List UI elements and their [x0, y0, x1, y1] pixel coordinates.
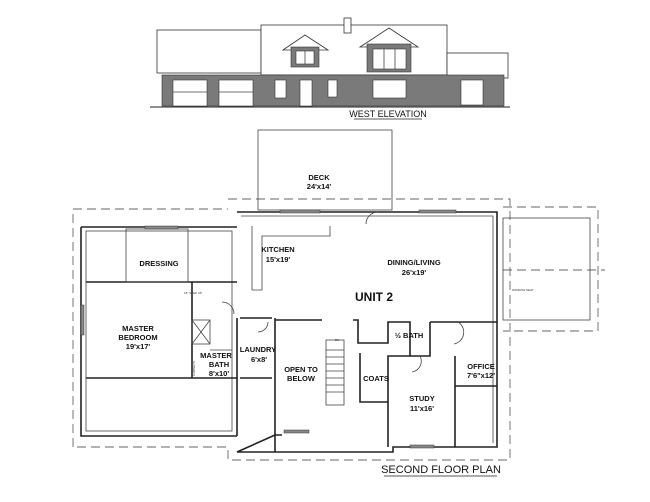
- exterior-wall: [236, 211, 498, 453]
- dormer-left: [281, 34, 330, 68]
- room-size-kitchen: 15'x19': [266, 255, 291, 264]
- roof-outline-right: [503, 206, 605, 332]
- dressing-room: [125, 228, 189, 283]
- shower: [191, 319, 211, 345]
- room-label-dressing: DRESSING: [139, 259, 178, 268]
- room-label-open-to-below-2: BELOW: [287, 374, 316, 383]
- window: [274, 79, 287, 99]
- room-size-master-bath: 8'x10': [209, 369, 229, 378]
- second-floor-plan: DECK 24'x14' KITCHEN 15'x19' DINING/LIVI…: [72, 129, 605, 477]
- room-label-open-to-below: OPEN TO: [284, 365, 318, 374]
- front-door: [299, 79, 313, 107]
- dormer-right: [358, 27, 420, 73]
- window: [372, 79, 407, 99]
- note-down: DN: [335, 338, 339, 342]
- room-label-master-bath-2: BATH: [209, 360, 229, 369]
- note-window-seat: WINDOW SEAT: [512, 288, 534, 292]
- garage-door: [172, 79, 208, 107]
- lower-roof: [502, 217, 591, 321]
- note-step-up: 18" STEP UP: [184, 291, 202, 295]
- plan-caption: SECOND FLOOR PLAN: [381, 464, 501, 476]
- window: [460, 79, 484, 106]
- room-label-office: OFFICE: [467, 362, 495, 371]
- west-elevation: WEST ELEVATION: [150, 17, 510, 120]
- room-label-study: STUDY: [409, 394, 434, 403]
- unit-label: UNIT 2: [355, 290, 393, 304]
- roof-right: [446, 52, 509, 79]
- room-label-laundry: LAUNDRY: [240, 345, 276, 354]
- elevation-caption: WEST ELEVATION: [349, 109, 427, 119]
- garage-door: [218, 79, 254, 107]
- room-label-master-bedroom: MASTER: [122, 324, 154, 333]
- room-label-kitchen: KITCHEN: [261, 245, 294, 254]
- kitchen-counter: [251, 226, 331, 291]
- roof-outline: [72, 198, 511, 461]
- stairs: [325, 339, 345, 406]
- window: [327, 79, 338, 98]
- room-size-study: 11'x16': [410, 404, 434, 413]
- room-size-dining-living: 26'x19': [402, 268, 427, 277]
- plan-windows: [80, 209, 457, 449]
- room-size-office: 7'6"x12': [467, 371, 495, 380]
- chimney: [343, 17, 352, 34]
- room-label-dining-living: DINING/LIVING: [387, 258, 441, 267]
- room-label-master-bath: MASTER: [200, 351, 232, 360]
- note-cabinets: CABINETS: [192, 361, 196, 376]
- room-label-half-bath: ½ BATH: [395, 331, 424, 340]
- room-size-laundry: 6'x8': [251, 355, 267, 364]
- roof-left: [156, 29, 262, 74]
- room-label-master-bedroom-2: BEDROOM: [118, 333, 157, 342]
- door-swings: [221, 211, 465, 373]
- room-size-deck: 24'x14': [307, 182, 332, 191]
- room-label-coats: COATS: [363, 374, 389, 383]
- room-label-deck: DECK: [308, 173, 330, 182]
- deck: [257, 129, 393, 211]
- room-size-master-bedroom: 19'x17': [126, 342, 151, 351]
